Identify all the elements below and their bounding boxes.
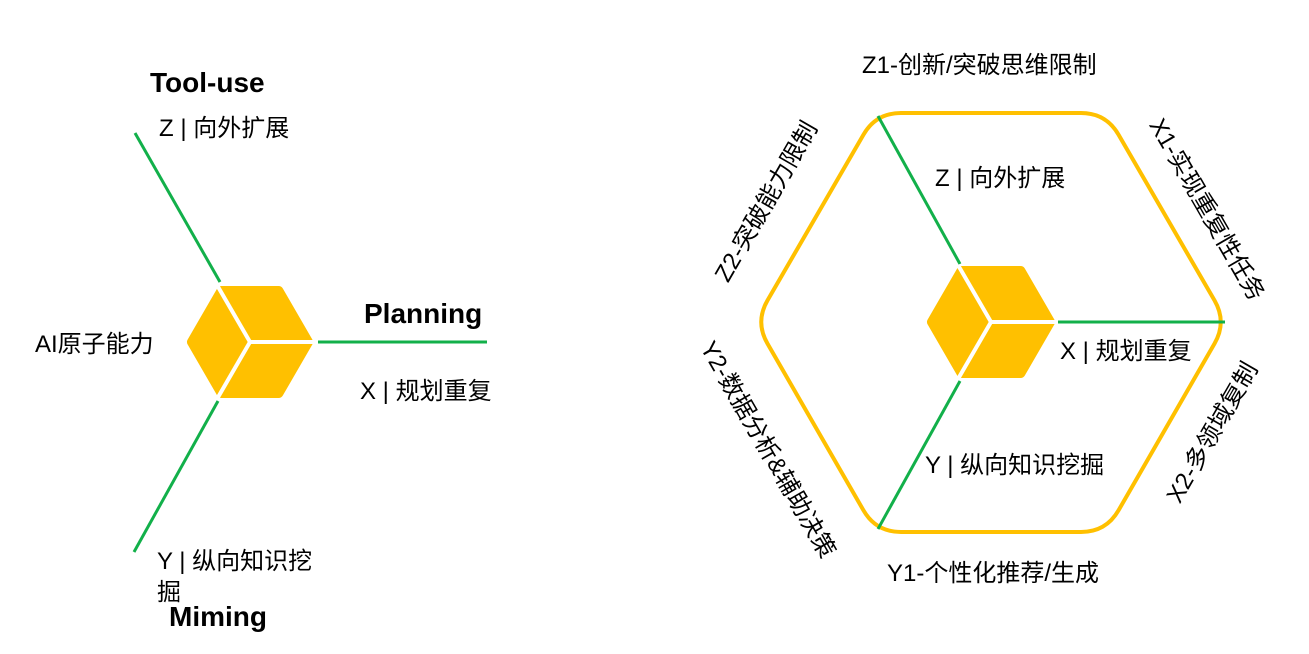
- inner-z-axis-label: Z | 向外扩展: [935, 165, 1066, 192]
- z-axis-label: Z | 向外扩展: [159, 115, 290, 142]
- z-axis-line: [133, 132, 222, 283]
- center-label: AI原子能力: [35, 331, 154, 358]
- cube-divider: [956, 320, 993, 381]
- left-diagram: [132, 132, 487, 553]
- hexagon-outline: [759, 111, 1223, 534]
- z-axis-line: [876, 115, 962, 265]
- y-axis-line: [132, 400, 220, 553]
- cube-icon: [927, 263, 1058, 381]
- cube-divider: [215, 340, 252, 401]
- x-axis-label: X | 规划重复: [360, 378, 492, 405]
- z-axis-title: Tool-use: [150, 67, 265, 98]
- x-axis-title: Planning: [364, 298, 483, 329]
- edge-label-y1: Y1-个性化推荐/生成: [887, 560, 1100, 587]
- right-diagram: [759, 111, 1225, 534]
- inner-y-axis-label: Y | 纵向知识挖掘: [925, 452, 1105, 479]
- edge-label-z1: Z1-创新/突破思维限制: [862, 52, 1097, 79]
- y-axis-title: Miming: [169, 601, 267, 632]
- cube-divider: [215, 283, 252, 344]
- y-axis-line: [876, 380, 962, 530]
- cube-icon: [187, 283, 316, 401]
- inner-x-axis-label: X | 规划重复: [1060, 338, 1192, 365]
- y-axis-label: Y | 纵向知识挖掘: [157, 548, 313, 606]
- cube-divider: [956, 263, 993, 324]
